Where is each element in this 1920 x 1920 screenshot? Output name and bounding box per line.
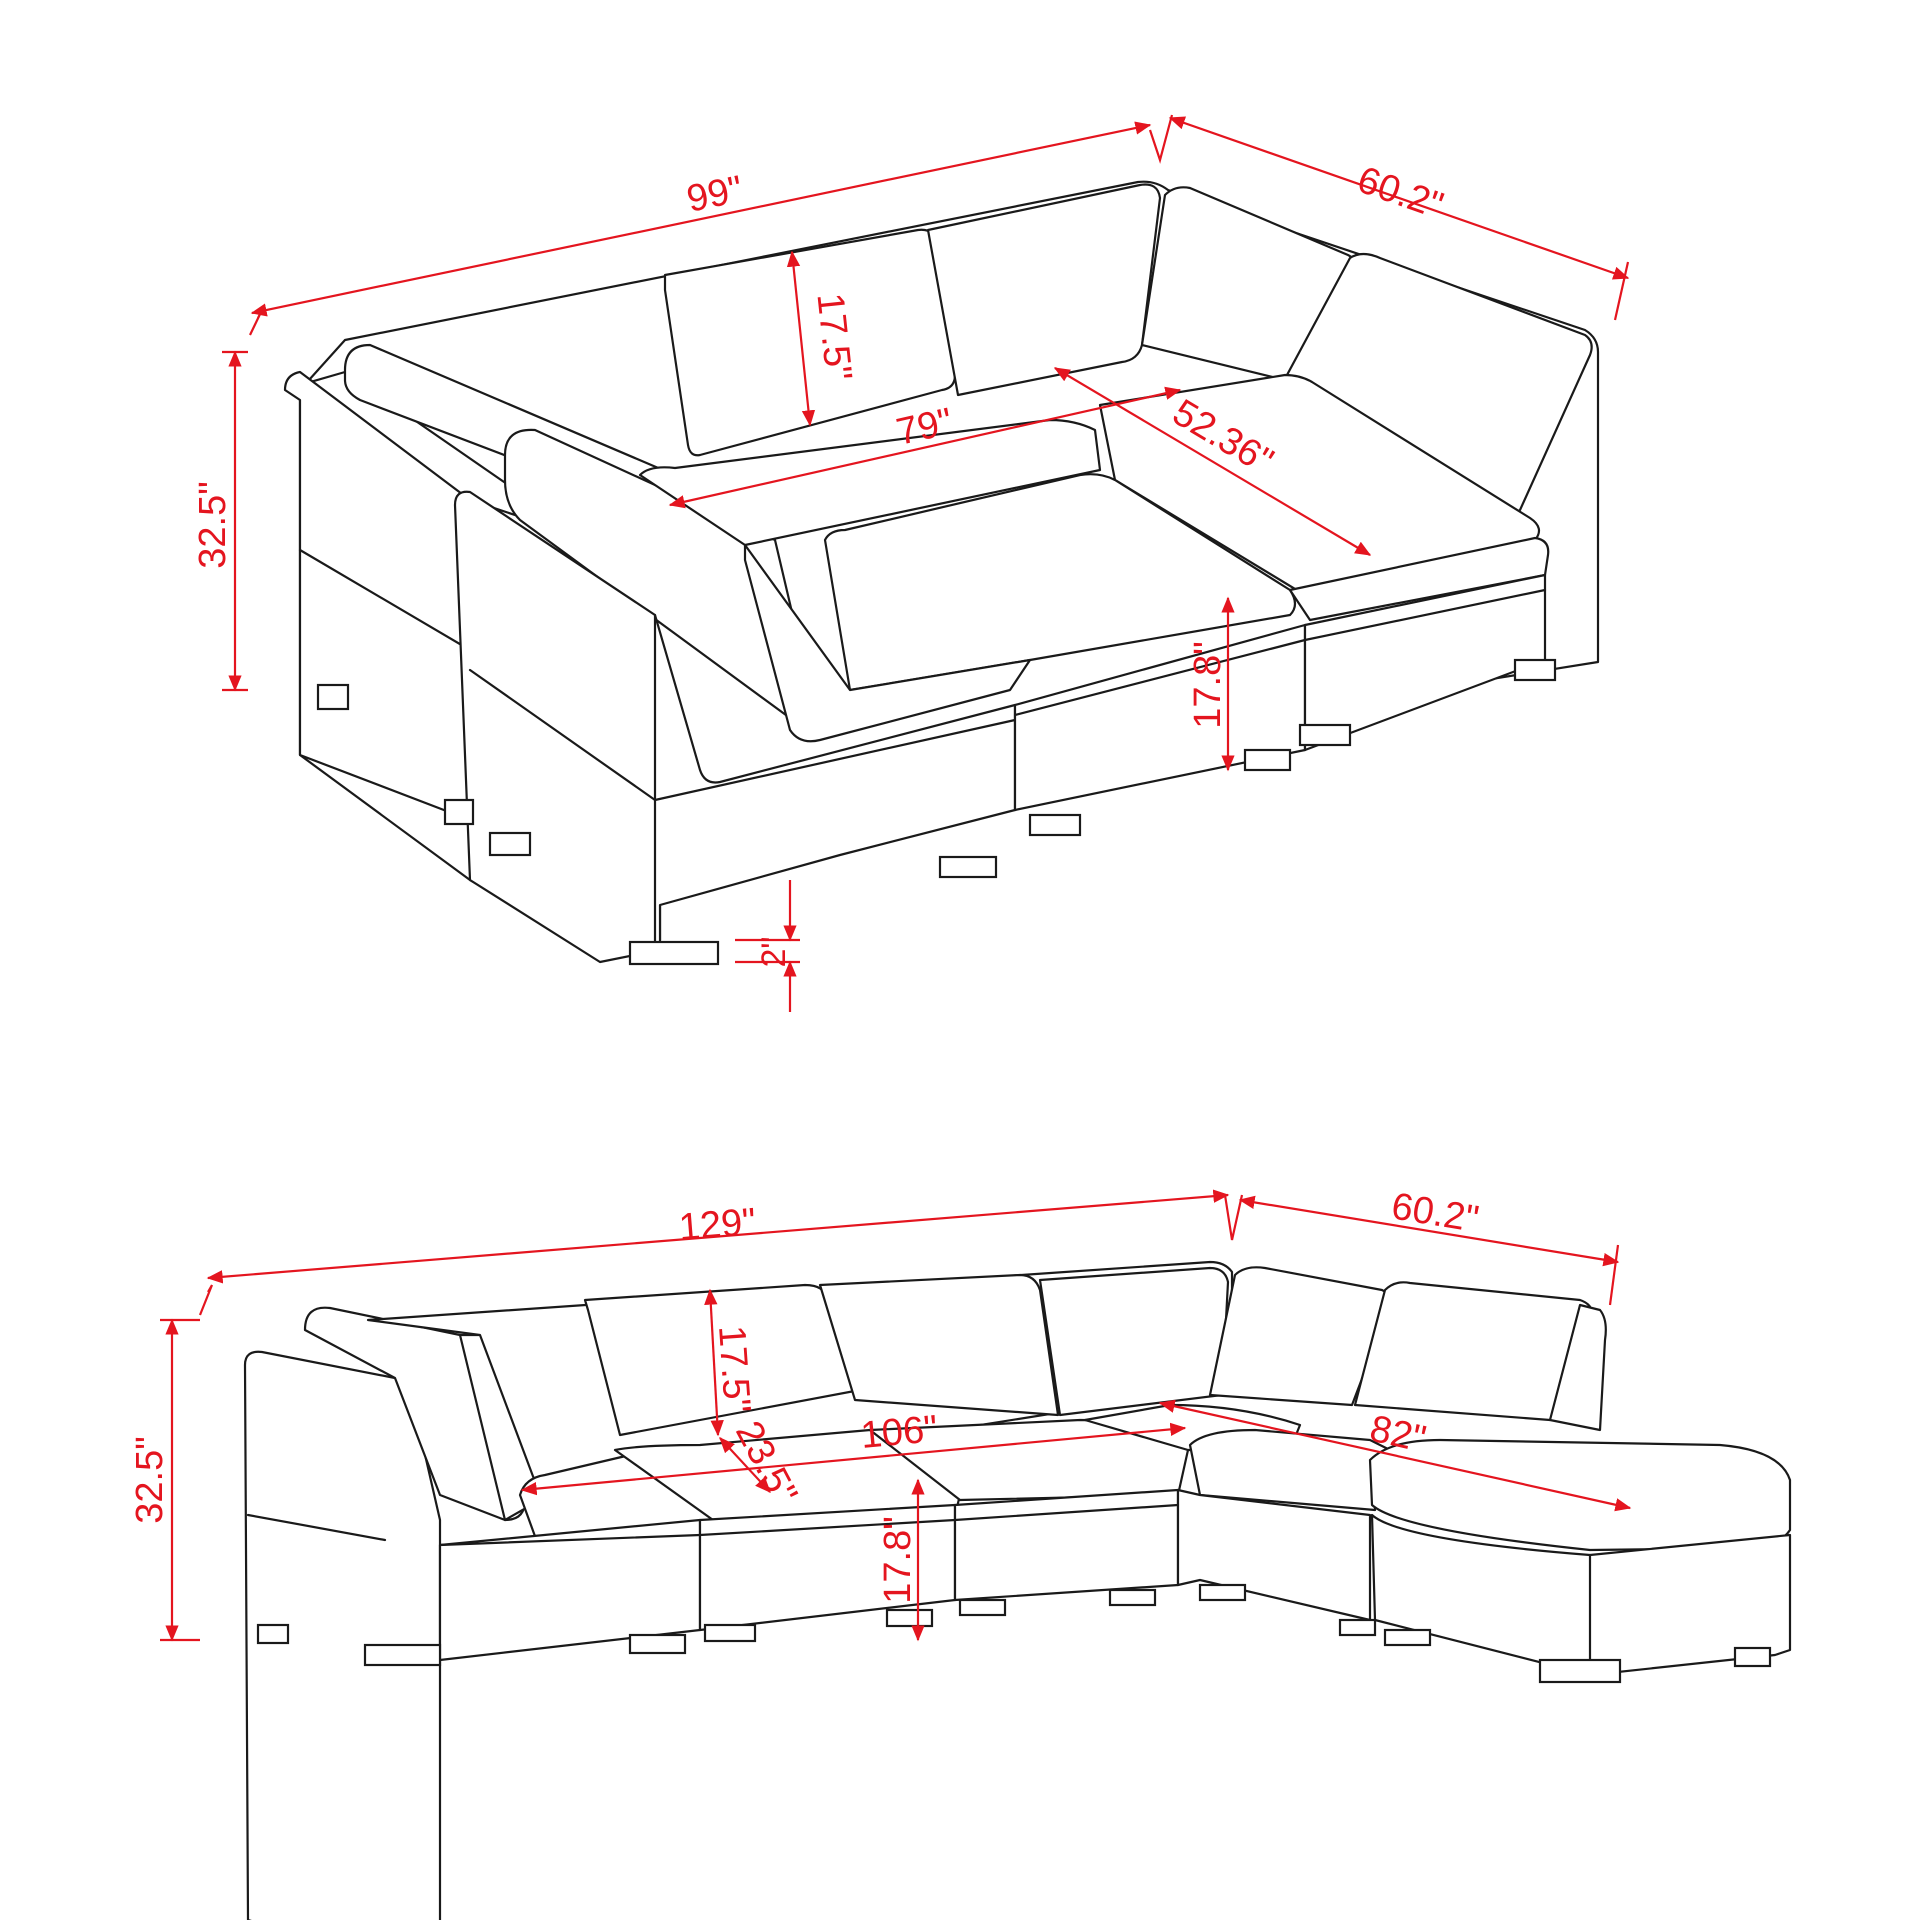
top-sofa-drawing (283, 180, 1600, 966)
top-leg-height-label: 2" (755, 937, 793, 968)
bottom-seat-width-label: 106" (859, 1408, 939, 1457)
bottom-depth-label: 60.2" (1389, 1185, 1482, 1241)
bottom-height-label: 32.5" (129, 1436, 171, 1523)
bottom-sofa-drawing (243, 1260, 1792, 1920)
top-width-label: 99" (683, 168, 746, 221)
bottom-back-height-label: 17.5" (710, 1324, 758, 1414)
bottom-seat-height-label: 17.8" (877, 1516, 919, 1603)
top-seat-height-label: 17.8" (1187, 641, 1229, 728)
top-height-label: 32.5" (192, 481, 234, 568)
top-depth-label: 60.2" (1352, 159, 1448, 228)
bottom-width-label: 129" (677, 1201, 757, 1249)
top-back-height-label: 17.5" (808, 291, 859, 382)
